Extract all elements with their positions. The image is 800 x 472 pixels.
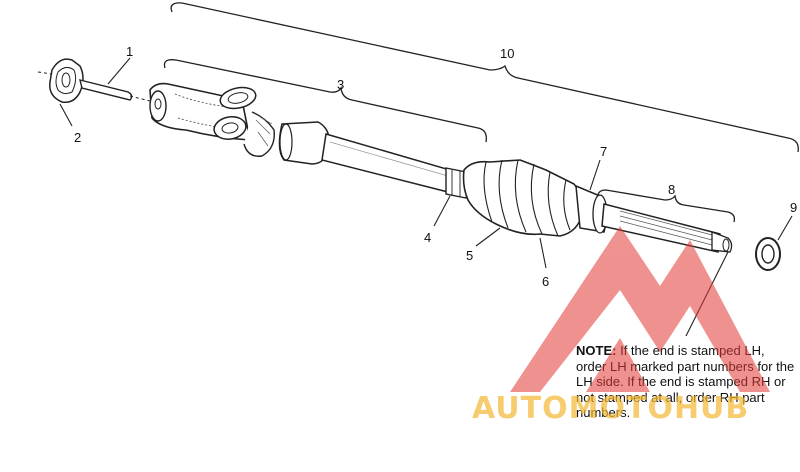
bracket-10	[170, 2, 799, 153]
part-3-joint-housing	[149, 82, 331, 165]
callout-8: 8	[668, 182, 675, 197]
part-2-retainer-plate	[37, 58, 84, 104]
callout-4: 4	[424, 230, 431, 245]
bracket-8	[597, 189, 736, 223]
shaft	[321, 133, 451, 193]
callout-6: 6	[542, 274, 549, 289]
callout-5: 5	[466, 248, 473, 263]
part-5-boot	[462, 159, 584, 237]
bracket-3	[163, 59, 487, 143]
callout-2: 2	[74, 130, 81, 145]
callout-3: 3	[337, 77, 344, 92]
callout-10: 10	[500, 46, 514, 61]
callout-7: 7	[600, 144, 607, 159]
part-9-washer	[755, 237, 781, 271]
part-8-stub-shaft	[601, 203, 733, 253]
note-label: NOTE:	[576, 343, 617, 358]
callout-1: 1	[126, 44, 133, 59]
part-1-pin	[79, 79, 151, 102]
note-text-block: NOTE: If the end is stamped LH, order LH…	[576, 343, 796, 421]
callout-9: 9	[790, 200, 797, 215]
